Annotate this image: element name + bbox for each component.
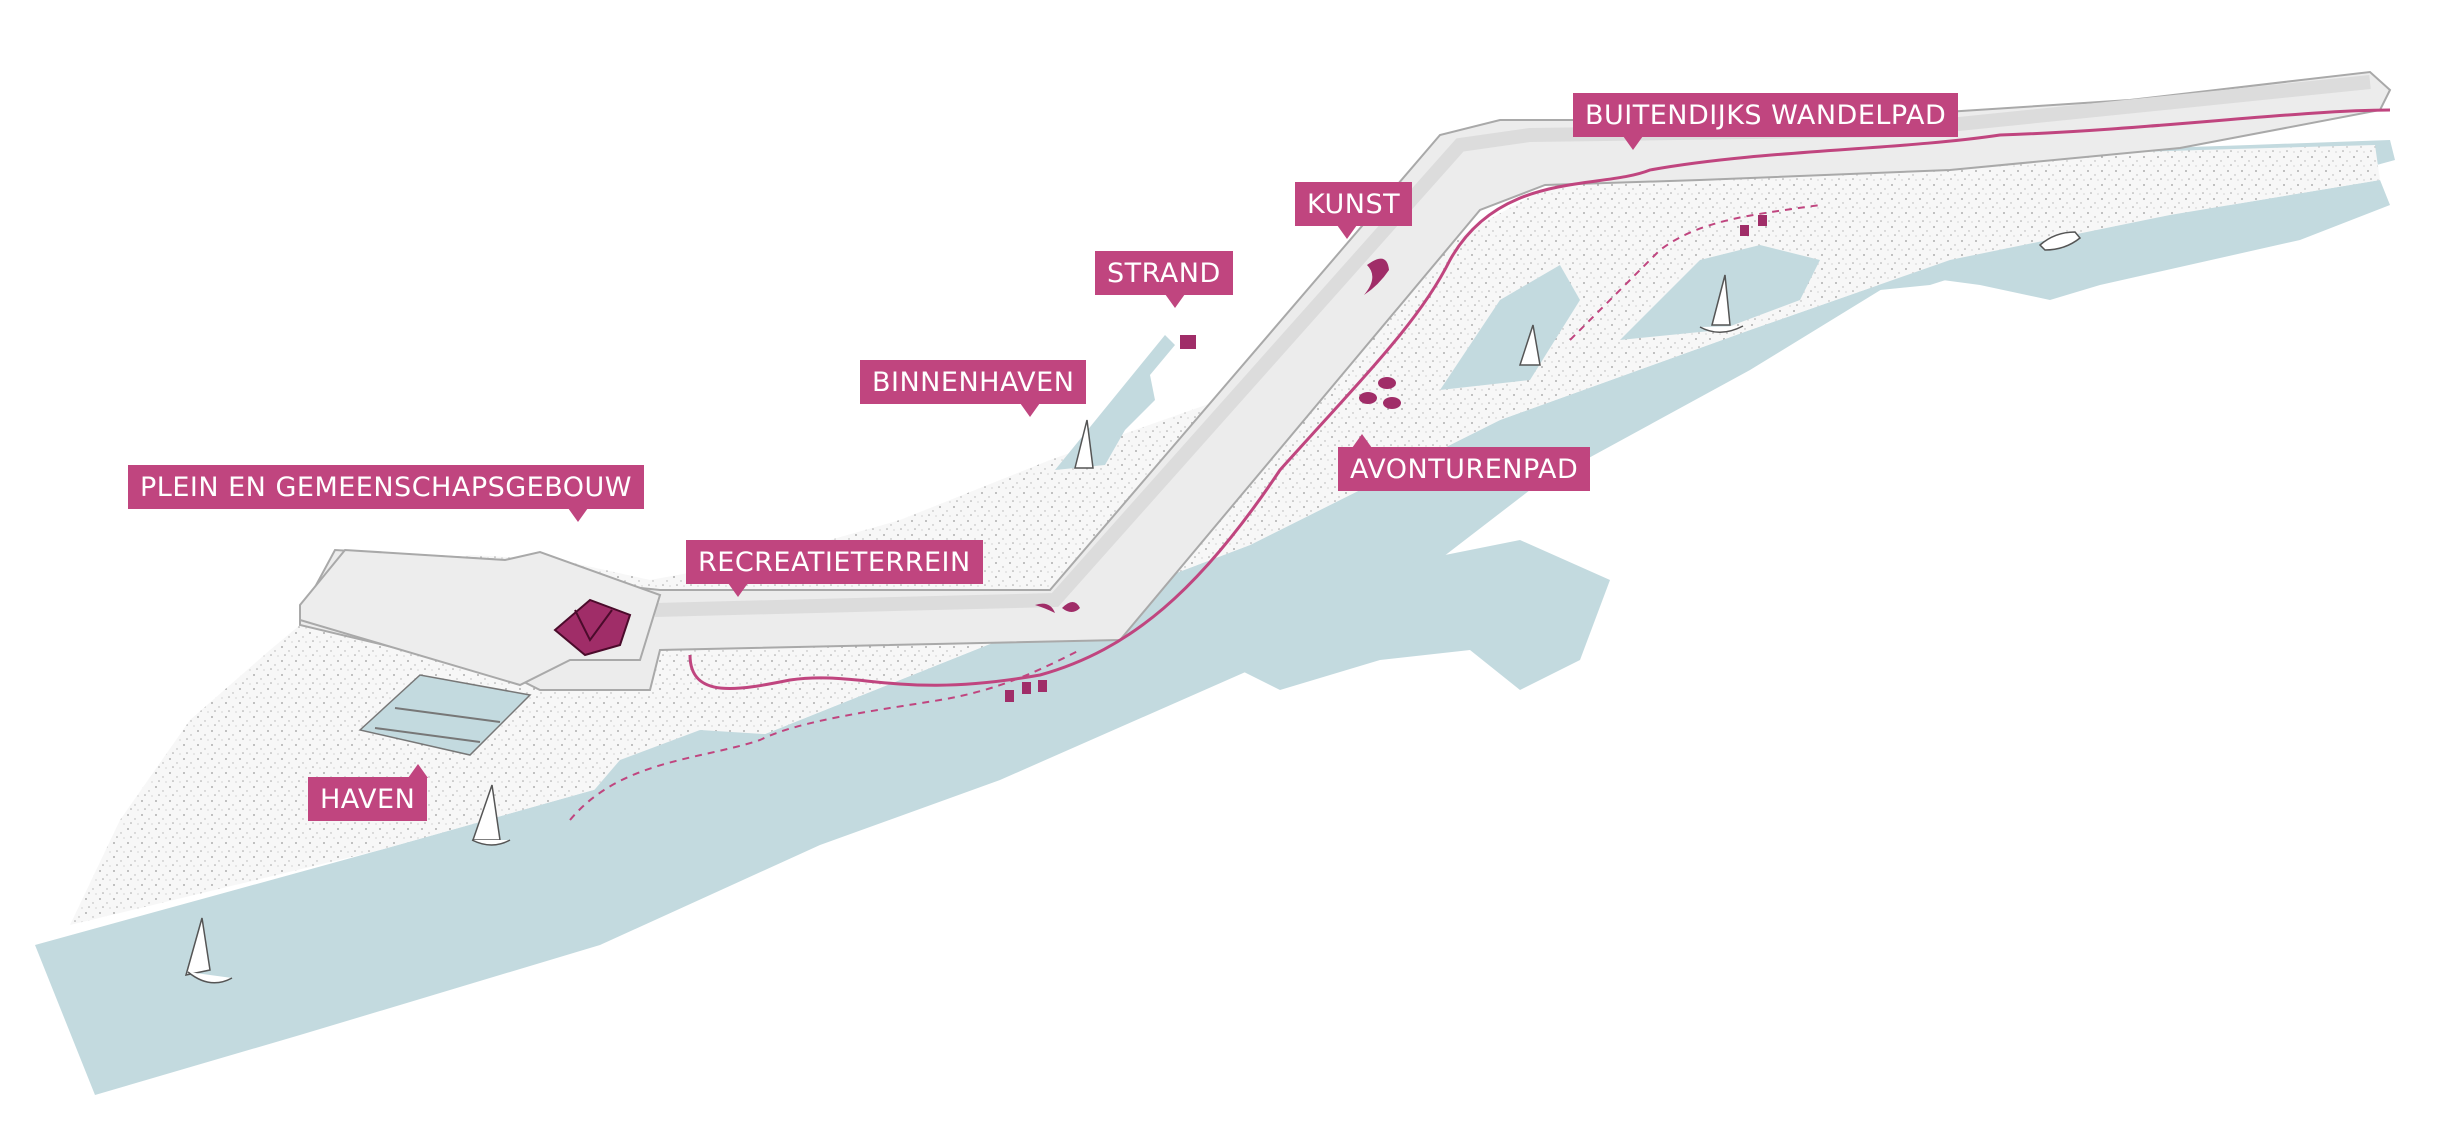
- plein-plateau: [299, 548, 662, 687]
- sailboat-icon: [1518, 324, 1541, 366]
- sailboat-icon: [184, 917, 233, 984]
- label-binnenhaven: BINNENHAVEN: [860, 360, 1087, 418]
- water-inlet-left: [560, 730, 780, 830]
- sailboat-icon: [471, 784, 511, 846]
- motorboat-icon: [2038, 231, 2082, 251]
- water-inlet-mid: [1200, 540, 1610, 690]
- water-inlet-right: [1440, 265, 1580, 390]
- label-avonturenpad: AVONTURENPAD: [1338, 434, 1591, 492]
- sailboat-icon: [1074, 419, 1094, 469]
- play-element-icon: [1005, 215, 1767, 702]
- art-sculpture-icon: [1364, 258, 1389, 295]
- label-recreatieterrein: RECREATIETERREIN: [686, 540, 983, 598]
- marina: [358, 674, 532, 756]
- label-plein: PLEIN EN GEMEENSCHAPSGEBOUW: [128, 465, 644, 523]
- label-strand: STRAND: [1095, 251, 1233, 309]
- art-sculpture-icon: [1035, 602, 1080, 613]
- label-kunst: KUNST: [1295, 182, 1413, 240]
- dike-top-strip: [654, 75, 2371, 617]
- avonturenpad-dashed: [569, 204, 1821, 821]
- wandelpad-line: [688, 108, 2391, 690]
- beach-sand: [70, 145, 2380, 925]
- building-icon: [553, 598, 632, 657]
- water-river: [35, 180, 2390, 1095]
- label-haven: HAVEN: [308, 764, 428, 822]
- sailboat-icon: [1699, 274, 1744, 333]
- label-buitendijks-wandelpad: BUITENDIJKS WANDELPAD: [1573, 93, 1959, 151]
- strand-pavilion-icon: [1180, 335, 1196, 349]
